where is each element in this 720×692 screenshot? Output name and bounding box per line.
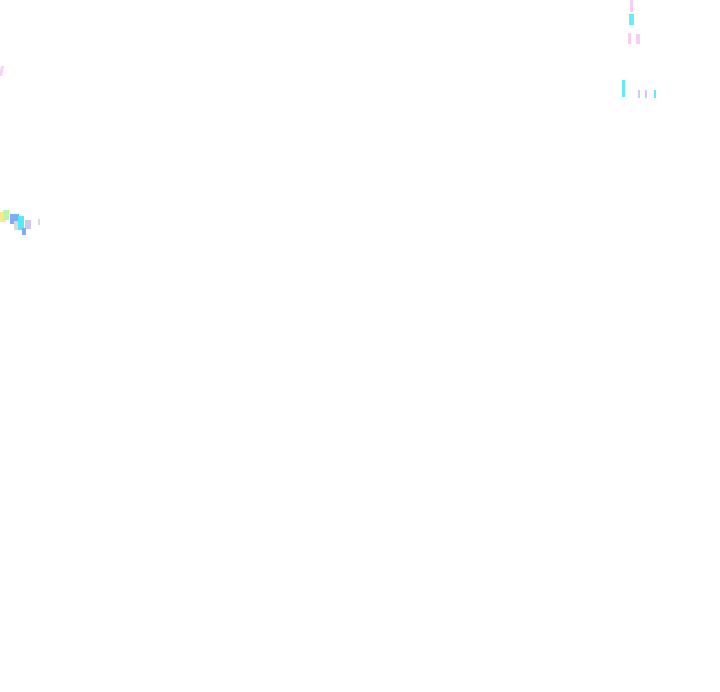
artifact-lavender-block xyxy=(25,220,31,229)
artifact-pink-stroke xyxy=(630,0,633,12)
artifact-cyan-block xyxy=(629,14,634,25)
artifact-gray-dot xyxy=(38,219,40,225)
artifact-lavender-stroke xyxy=(638,90,640,98)
artifact-cyan-stroke xyxy=(622,80,625,97)
artifact-lavender-stroke xyxy=(645,90,647,98)
artifact-cyan-stroke xyxy=(654,90,656,98)
artifact-pink-stroke xyxy=(636,34,640,44)
artifact-cyan-block xyxy=(18,216,24,230)
artifact-pink-stroke xyxy=(628,33,631,44)
artifact-blue-block xyxy=(10,214,19,224)
artifact-green-block xyxy=(3,210,9,220)
artifact-blue-block xyxy=(22,228,26,235)
left-edge-pink-mark xyxy=(0,66,5,76)
